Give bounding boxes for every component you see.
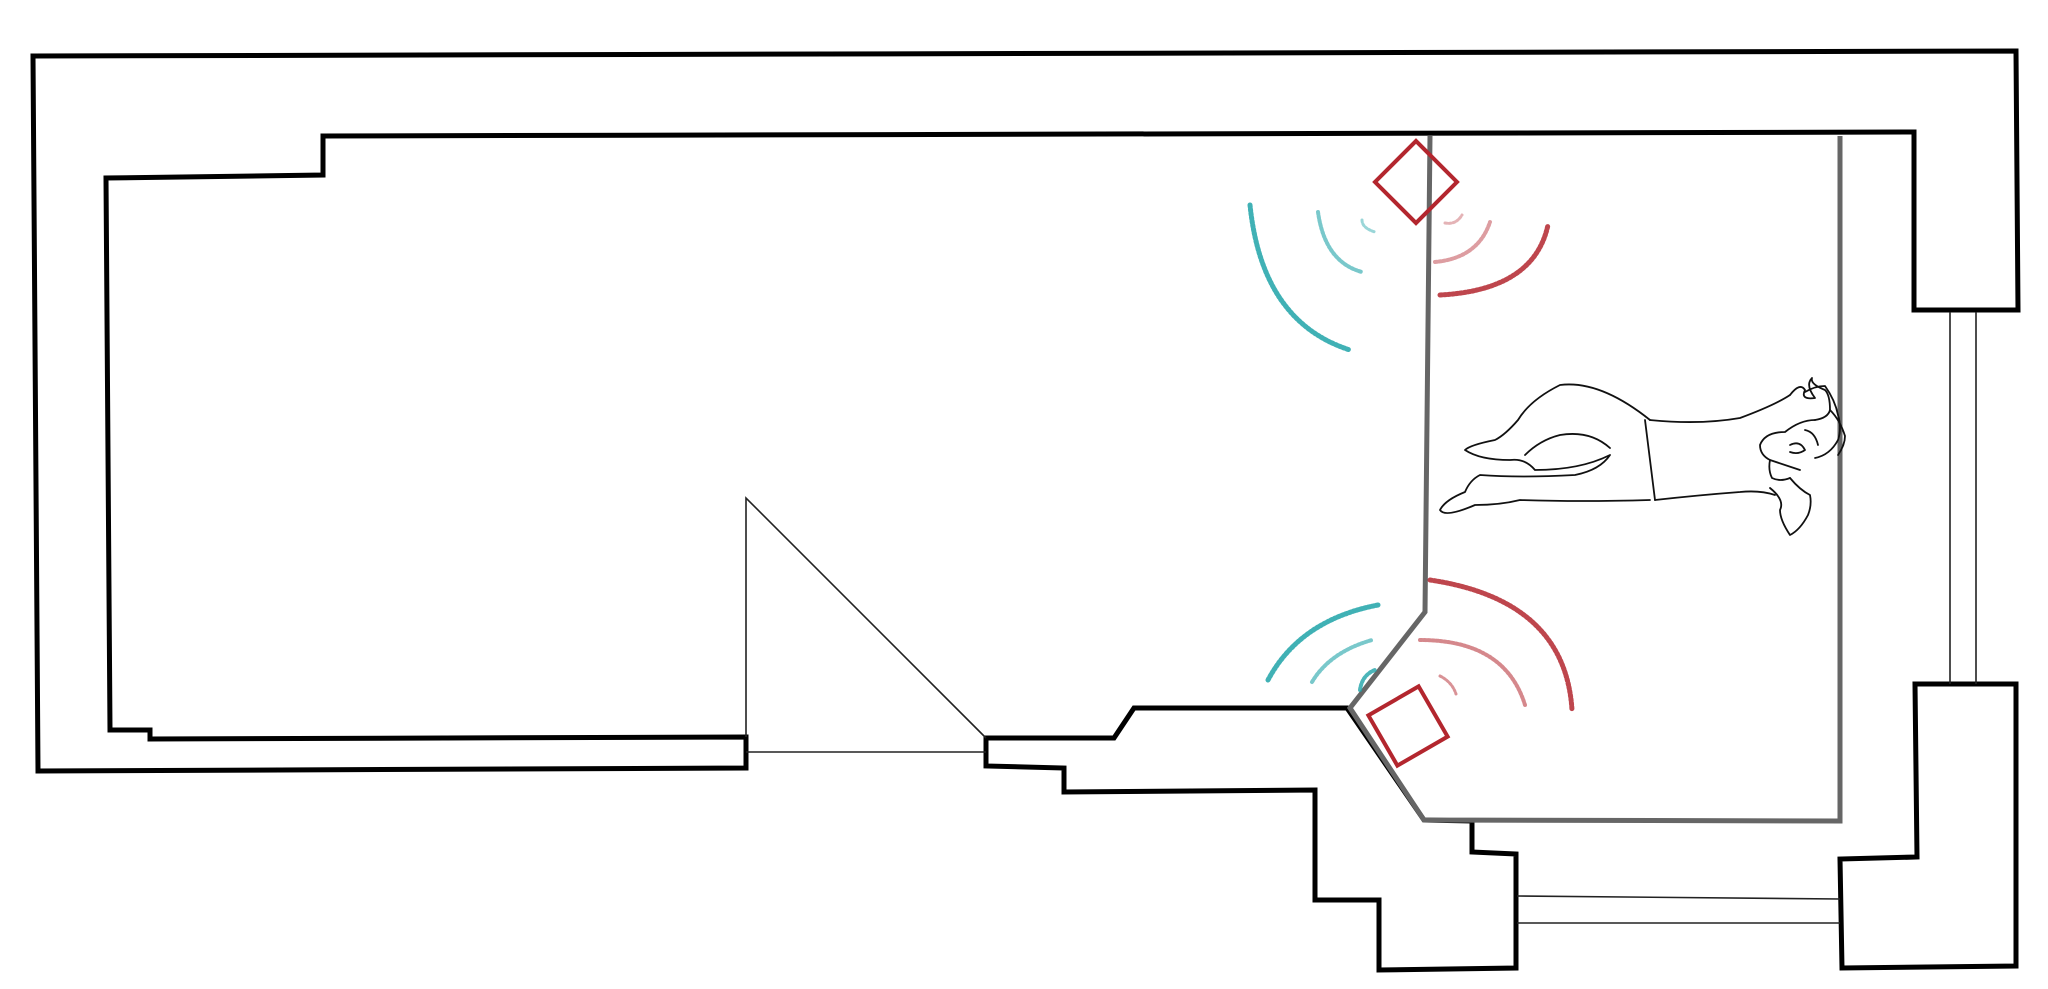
waves-top-teal	[1247, 202, 1377, 353]
reclining-person-icon	[1439, 377, 1846, 536]
lower-middle-wall	[983, 705, 1519, 973]
outer-wall	[30, 48, 2021, 774]
waves-bottom-red	[1418, 577, 1575, 713]
waves-top-red	[1433, 213, 1551, 298]
speaker-bottom	[1365, 683, 1451, 769]
window-bottom-a	[1516, 895, 1841, 900]
waves-bottom-teal	[1265, 602, 1381, 692]
partition-wall	[1346, 135, 1843, 824]
door-swing	[745, 496, 987, 739]
speaker-top	[1372, 138, 1460, 226]
lower-right-wall	[1837, 681, 2019, 971]
